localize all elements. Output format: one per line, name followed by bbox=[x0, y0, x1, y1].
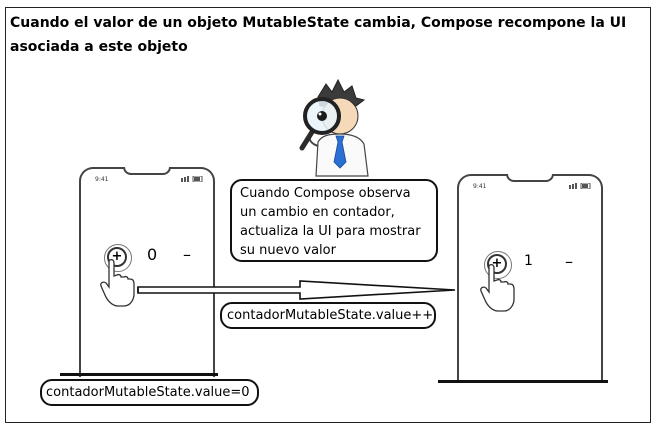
right-phone: 9:41 + 1 – bbox=[457, 174, 603, 382]
left-phone: 9:41 + 0 – bbox=[79, 167, 215, 377]
increment-button[interactable]: + bbox=[104, 244, 132, 272]
decrement-button[interactable]: – bbox=[565, 252, 573, 271]
phone-time: 9:41 bbox=[473, 183, 487, 190]
status-icons bbox=[181, 176, 203, 182]
increment-code-label: contadorMutableState.value++ bbox=[220, 302, 436, 329]
initial-code-label: contadorMutableState.value=0 bbox=[40, 379, 259, 406]
increment-button[interactable]: + bbox=[484, 251, 512, 279]
diagram-frame bbox=[5, 7, 651, 423]
compose-observe-note: Cuando Compose observa un cambio en cont… bbox=[230, 179, 438, 262]
diagram-title: Cuando el valor de un objeto MutableStat… bbox=[10, 15, 627, 55]
right-phone-base bbox=[438, 380, 608, 383]
flow-arrow bbox=[137, 280, 456, 300]
phone-time: 9:41 bbox=[95, 176, 109, 183]
hand-pointer-icon bbox=[100, 258, 135, 307]
left-phone-base bbox=[60, 373, 218, 376]
hand-pointer-icon bbox=[480, 263, 515, 312]
decrement-button[interactable]: – bbox=[183, 245, 191, 264]
counter-value: 0 bbox=[147, 245, 158, 264]
counter-value: 1 bbox=[524, 253, 533, 269]
detective-magnifier-icon bbox=[299, 78, 369, 177]
status-icons bbox=[569, 183, 591, 189]
